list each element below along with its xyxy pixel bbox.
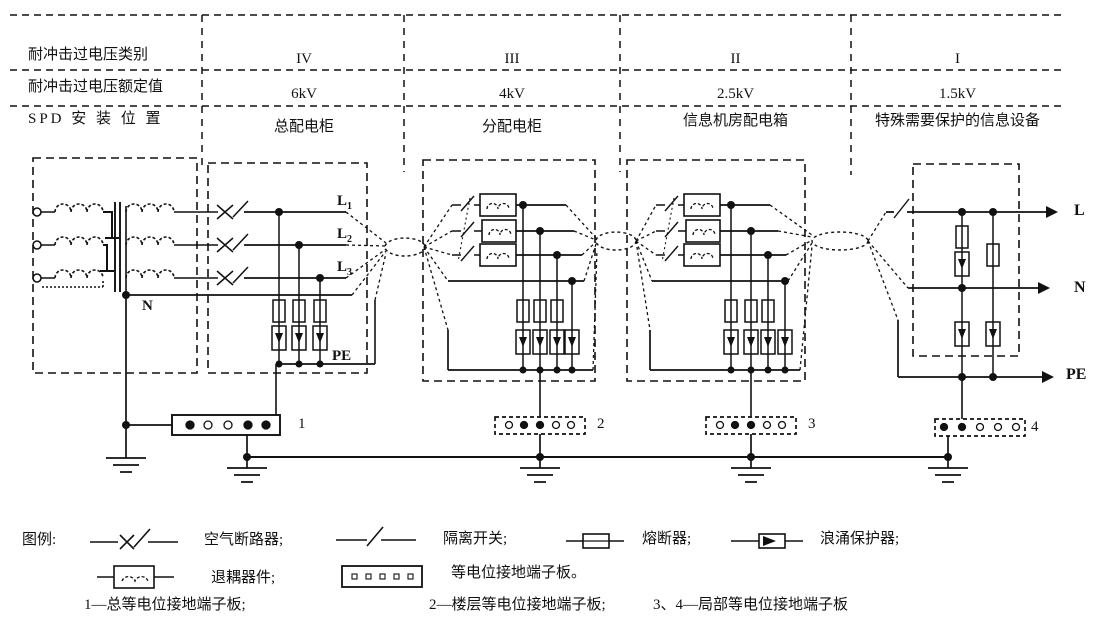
header-table-rules: [10, 14, 1064, 175]
cable-bundle-1: [345, 204, 453, 331]
main-distribution-cabinet: [207, 162, 376, 415]
terminal-board-3: [705, 416, 797, 435]
location-col-4: 特殊需要保护的信息设备: [874, 113, 1040, 129]
pe-label: PE: [332, 348, 352, 364]
terminal-board-contacts: [185, 420, 1021, 432]
legend-terminal-board-label: 等电位接地端子板。: [451, 565, 587, 581]
surge-protector-symbol: [731, 533, 803, 549]
info-room-distribution-box: [626, 159, 806, 417]
earth-symbol: [730, 467, 772, 483]
terminal-board-4-number: 4: [1031, 419, 1039, 435]
cable-bundle-2: [565, 204, 657, 371]
category-col-3: II: [730, 51, 741, 67]
category-col-1: IV: [296, 51, 312, 67]
note-board-1: 1—总等电位接地端子板;: [84, 597, 246, 613]
protected-equipment-box: [886, 163, 1058, 419]
fuse-symbol: [566, 533, 624, 549]
phase-l2-label: L2: [337, 226, 353, 245]
terminal-board-symbol: [341, 565, 423, 588]
legend-air-breaker-label: 空气断路器;: [204, 532, 284, 548]
rated-col-2: 4kV: [499, 86, 525, 102]
legend-symbols: [90, 526, 803, 589]
arrow-n: [1038, 282, 1050, 294]
legend-title: 图例:: [22, 532, 57, 548]
legend-isolating-switch-label: 隔离开关;: [443, 531, 508, 547]
isolating-switch-3pole: [457, 195, 475, 263]
isolating-switch-symbol: [336, 526, 416, 547]
cable-bundle-3: [769, 204, 909, 371]
legend-surge-protector-label: 浪涌保护器;: [820, 531, 900, 547]
transformer: [32, 157, 218, 374]
output-l-label: L: [1074, 202, 1085, 219]
output-pe-label: PE: [1066, 366, 1087, 383]
neutral-conductor: [125, 294, 352, 458]
arrow-pe: [1042, 371, 1054, 383]
rated-col-3: 2.5kV: [716, 86, 755, 102]
legend-decoupling-label: 退耦器件;: [211, 570, 276, 586]
neutral-label: N: [142, 298, 153, 314]
earth-symbol: [927, 467, 969, 483]
terminal-board-3-number: 3: [808, 416, 816, 432]
arrow-l: [1046, 206, 1058, 218]
earthing-system: [171, 414, 1026, 468]
isolating-switch-3pole: [661, 195, 679, 263]
terminal-board-1: [171, 414, 281, 436]
sub-distribution-cabinet: [422, 159, 596, 417]
terminal-board-2-number: 2: [597, 416, 605, 432]
note-board-2: 2—楼层等电位接地端子板;: [429, 597, 606, 613]
terminal-board-2: [494, 416, 586, 435]
terminal-board-1-number: 1: [298, 416, 306, 432]
earth-symbol: [226, 467, 268, 483]
decoupling-device-symbol: [97, 565, 174, 589]
phase-l1-label: L1: [337, 193, 353, 212]
decoupling-devices: [479, 193, 517, 267]
header-row-spd-label: SPD 安 装 位 置: [28, 111, 164, 127]
output-n-label: N: [1074, 279, 1086, 296]
category-col-2: III: [504, 51, 520, 67]
location-col-2: 分配电柜: [481, 119, 542, 135]
location-col-3: 信息机房配电箱: [682, 113, 788, 129]
terminal-board-4: [934, 418, 1026, 437]
header-row-category-label: 耐冲击过电压类别: [28, 47, 149, 63]
air-circuit-breakers: [216, 200, 249, 286]
category-col-4: I: [955, 51, 960, 67]
header-row-rated-label: 耐冲击过电压额定值: [28, 79, 164, 95]
earth-symbol: [105, 457, 147, 473]
junction-dots: [122, 201, 997, 461]
legend-fuse-label: 熔断器;: [642, 531, 692, 547]
decoupling-devices: [683, 193, 721, 267]
rated-col-4: 1.5kV: [938, 86, 977, 102]
phase-l3-label: L3: [337, 259, 353, 278]
rated-col-1: 6kV: [291, 86, 317, 102]
air-circuit-breaker-symbol: [90, 528, 178, 550]
earth-symbol: [519, 467, 561, 483]
note-boards-3-4: 3、4—局部等电位接地端子板: [653, 597, 849, 613]
location-col-1: 总配电柜: [273, 119, 334, 135]
